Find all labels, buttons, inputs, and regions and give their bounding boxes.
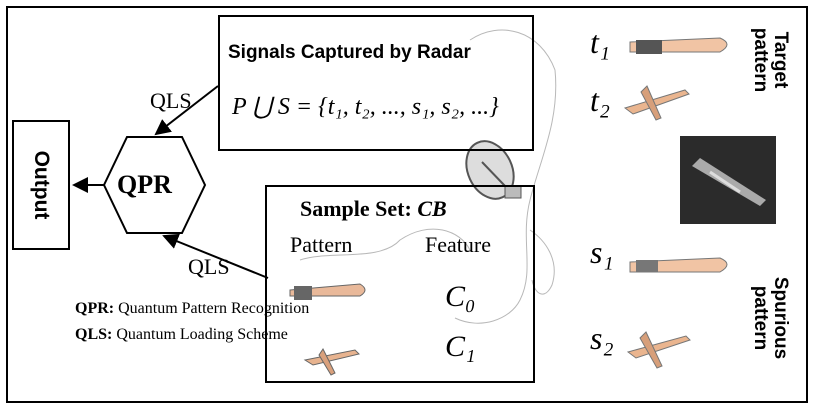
sample-set-symbol: CB: [417, 196, 447, 221]
feature-c0: C₀: [445, 280, 476, 313]
target-pattern-label: Target pattern: [750, 27, 791, 93]
label-t1: t₁: [590, 24, 611, 60]
qpr-node-label: QPR: [117, 170, 172, 199]
legend-qls: QLS: Quantum Loading Scheme: [75, 326, 288, 344]
target-plane-icon: [623, 85, 690, 121]
spurious-missile-icon: [629, 257, 728, 273]
label-t2: t₂: [590, 82, 611, 118]
radar-dish-icon: [465, 140, 522, 200]
arrow-signals-to-qpr: [154, 85, 219, 136]
arrow-sample-to-qpr: [162, 233, 269, 279]
sample-set-box: [265, 185, 535, 383]
feature-column-header: Feature: [425, 232, 491, 257]
legend-qpr: QPR: Quantum Pattern Recognition: [75, 300, 309, 318]
legend-qls-abbr: QLS:: [75, 326, 113, 343]
ship-image: [680, 136, 776, 224]
qls-label-top: QLS: [150, 88, 192, 113]
spurious-pattern-label: Spurious pattern: [750, 276, 791, 360]
label-s2: s₂: [590, 320, 614, 356]
legend-qpr-abbr: QPR:: [75, 300, 115, 317]
label-s1: s₁: [590, 234, 614, 270]
feature-c1: C₁: [445, 330, 476, 363]
diagram-frame: [6, 6, 808, 403]
sample-plane-icon: [303, 348, 360, 376]
target-missile-icon: [629, 37, 728, 54]
signals-box-title: Signals Captured by Radar: [228, 42, 471, 63]
pattern-column-header: Pattern: [290, 232, 353, 257]
sample-missile-icon: [289, 283, 366, 300]
qls-label-bottom: QLS: [188, 254, 230, 279]
output-box: [12, 120, 70, 250]
signals-box: [218, 15, 534, 151]
sample-set-title-prefix: Sample Set:: [300, 196, 418, 221]
spurious-plane-icon: [626, 331, 691, 369]
sample-set-title: Sample Set: CB: [300, 196, 447, 222]
legend-qls-full: Quantum Loading Scheme: [112, 326, 288, 343]
legend-qpr-full: Quantum Pattern Recognition: [114, 300, 310, 317]
signals-formula: P ⋃ S = {t₁, t₂, ..., s₁, s₂, ...}: [232, 94, 499, 120]
